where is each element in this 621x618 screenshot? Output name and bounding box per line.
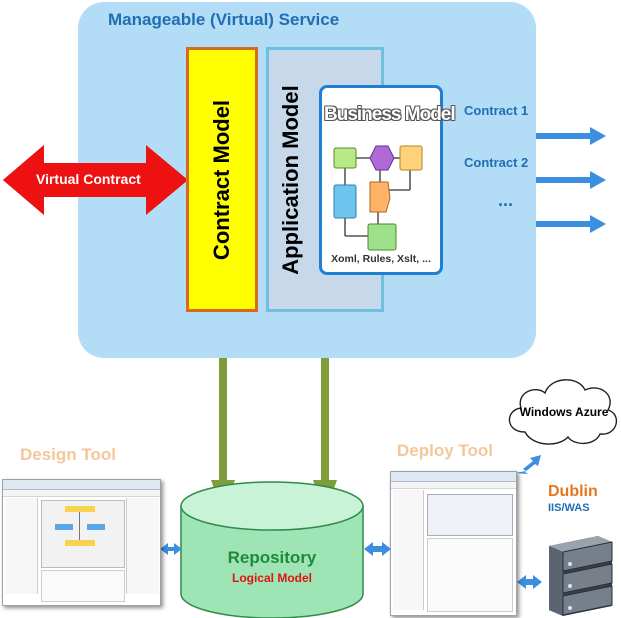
virtual-contract-label: Virtual Contract	[36, 171, 141, 187]
deploy-server-arrow	[517, 575, 542, 589]
deploy-tool-label: Deploy Tool	[397, 441, 494, 460]
app-repo-arrow	[313, 318, 337, 514]
application-model-label: Application Model	[278, 84, 303, 275]
design-repo-arrow	[160, 543, 182, 555]
contract-model-box: Contract Model	[186, 47, 258, 312]
contract-1-label: Contract 1	[464, 103, 529, 118]
virtual-contract-arrow-head	[3, 145, 188, 215]
design-tool-label: Design Tool	[20, 445, 117, 464]
server-rack	[549, 536, 613, 616]
business-model-title: Business Model	[324, 104, 456, 125]
contract-2-label: Contract 2	[464, 155, 529, 170]
dublin-subtitle: IIS/WAS	[548, 502, 590, 514]
deploy-tool-screenshot	[390, 471, 517, 616]
dublin-title: Dublin	[548, 483, 598, 500]
repository-subtitle: Logical Model	[231, 571, 312, 585]
workflow-diagram-icon	[333, 145, 423, 251]
more-contracts-ellipsis: ...	[498, 190, 514, 210]
repo-deploy-arrow	[364, 542, 391, 556]
design-tool-screenshot	[2, 479, 161, 606]
business-model-formats: Xoml, Rules, Xslt, ...	[331, 253, 431, 265]
repository-cylinder	[180, 481, 364, 618]
deploy-cloud-arrow	[515, 455, 541, 474]
windows-azure-cloud	[508, 379, 618, 445]
windows-azure-label: Windows Azure	[519, 405, 609, 419]
contract-repo-arrow	[211, 318, 235, 514]
contract-model-label: Contract Model	[209, 99, 234, 260]
repository-title: Repository	[227, 548, 317, 567]
service-title: Manageable (Virtual) Service	[108, 10, 340, 29]
